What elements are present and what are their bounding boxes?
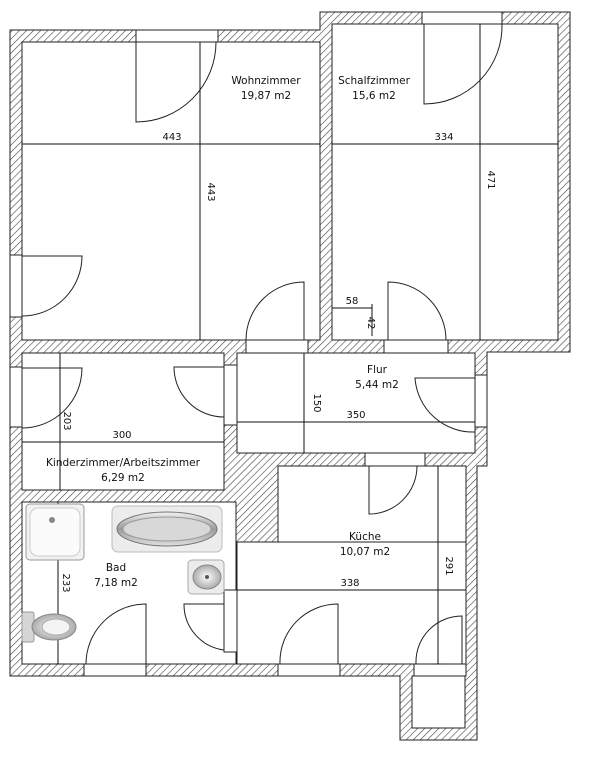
dim-kinder-width: 300 xyxy=(112,430,131,441)
dim-small-58: 58 xyxy=(346,296,359,307)
door-kueche-top xyxy=(368,465,418,515)
room-schlafzimmer xyxy=(331,23,559,341)
dim-flur-height: 150 xyxy=(311,393,322,412)
dim-bad-height: 233 xyxy=(60,573,71,592)
dim-small-42: 42 xyxy=(365,317,376,330)
dim-wohn-height: 443 xyxy=(205,182,216,201)
door-bad-bottom xyxy=(85,603,147,665)
label-flur-area: 5,44 m2 xyxy=(355,379,399,391)
label-kueche-name: Küche xyxy=(349,531,381,543)
room-flur xyxy=(236,352,476,454)
label-kinderzimmer-name: Kinderzimmer/Arbeitszimmer xyxy=(46,457,201,469)
label-bad-name: Bad xyxy=(106,562,126,574)
dim-kueche-height: 291 xyxy=(443,556,454,575)
door-bad-right xyxy=(183,603,225,651)
label-bad-area: 7,18 m2 xyxy=(94,577,138,589)
label-schlafzimmer-name: Schalfzimmer xyxy=(338,75,410,87)
room-kinderzimmer xyxy=(21,352,225,491)
sink-icon xyxy=(187,559,225,595)
label-kinderzimmer-area: 6,29 m2 xyxy=(101,472,145,484)
openings xyxy=(9,11,503,677)
dim-schlaf-height: 471 xyxy=(485,170,496,189)
door-kueche-bottom xyxy=(279,603,339,665)
door-kinderzimmer-left xyxy=(21,367,83,429)
door-schlafzimmer-top xyxy=(423,23,503,105)
room-labels: Wohnzimmer 19,87 m2 Schalfzimmer 15,6 m2… xyxy=(46,75,411,589)
doors xyxy=(21,23,503,665)
dim-flur-width: 350 xyxy=(346,410,365,421)
door-wohnzimmer-left xyxy=(21,255,83,317)
shower-tray-icon xyxy=(25,503,85,561)
fixtures xyxy=(21,503,225,643)
dim-kinder-height: 203 xyxy=(61,411,72,430)
dim-wohn-width: 443 xyxy=(162,132,181,143)
room-kueche xyxy=(277,465,467,543)
dimension-values: 443 443 334 471 58 42 350 150 300 203 33… xyxy=(60,132,496,593)
rooms-interior xyxy=(21,23,559,729)
door-wohnzimmer-bottom xyxy=(245,281,305,341)
bathtub-icon xyxy=(111,505,223,553)
label-schlafzimmer-area: 15,6 m2 xyxy=(352,90,396,102)
door-storage xyxy=(415,615,463,665)
door-flur-right xyxy=(414,377,476,433)
door-kinderzimmer-right xyxy=(173,366,225,418)
door-wohnzimmer-top xyxy=(135,41,217,123)
label-wohnzimmer-area: 19,87 m2 xyxy=(241,90,291,102)
door-schlafzimmer-bottom xyxy=(387,281,447,341)
room-storage xyxy=(411,675,466,729)
label-wohnzimmer-name: Wohnzimmer xyxy=(231,75,301,87)
dim-schlaf-width: 334 xyxy=(434,132,453,143)
toilet-icon xyxy=(21,611,77,643)
label-kueche-area: 10,07 m2 xyxy=(340,546,390,558)
label-flur-name: Flur xyxy=(367,364,388,376)
room-kueche-lower xyxy=(236,541,467,665)
dim-kueche-width: 338 xyxy=(340,578,359,589)
